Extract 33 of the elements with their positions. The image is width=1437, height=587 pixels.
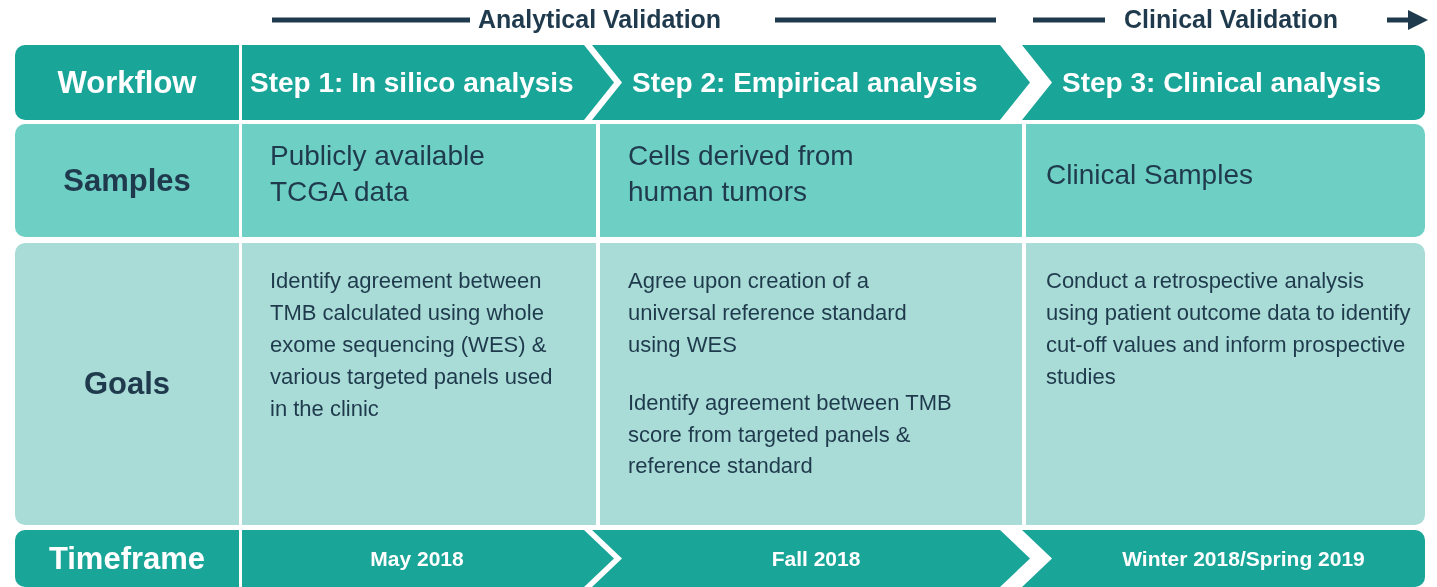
timeframe-text: May 2018 (370, 546, 464, 571)
table-cell (242, 124, 596, 237)
table-cell (1026, 124, 1425, 237)
step-header (242, 45, 614, 120)
table-cell (600, 243, 1022, 525)
cell-text: Agree upon creation of a universal reference standard using WES (628, 267, 908, 359)
row-header (15, 45, 239, 120)
cell-text: Clinical Samples (1046, 158, 1254, 193)
table-cell (600, 124, 1022, 237)
step-title: Step 2: Empirical analysis (632, 66, 979, 99)
timeframe-text: Fall 2018 (771, 546, 861, 571)
table-cell (242, 243, 596, 525)
step-title: Step 3: Clinical analysis (1062, 66, 1383, 99)
cell-text: Identify agreement between TMB calculated using whole exome sequencing (WES) & various targeted panels used in the clinic (270, 267, 554, 423)
cell-text: Identify agreement between TMB score from targeted panels & reference standard (628, 388, 953, 481)
row-header (15, 243, 239, 525)
row-header (15, 124, 239, 237)
table-cell (1026, 243, 1425, 525)
row-label: Goals (83, 366, 171, 402)
timeframe-text: Winter 2018/Spring 2019 (1122, 546, 1365, 571)
cell-text: Cells derived from human tumors (628, 139, 855, 210)
row-header (15, 530, 239, 587)
row-label: Timeframe (48, 540, 206, 577)
timeframe-cell (1022, 530, 1425, 587)
cell-text: Publicly available TCGA data (270, 139, 486, 210)
step-header (1022, 45, 1425, 120)
phase-label: Clinical Validation (1124, 5, 1338, 34)
timeframe-cell (242, 530, 614, 587)
step-title: Step 1: In silico analysis (250, 66, 575, 99)
phase-label: Analytical Validation (478, 5, 722, 34)
cell-text: Conduct a retrospective analysis using patient outcome data to identify cut-off values and inform prospective studies (1046, 267, 1412, 391)
row-label: Workflow (57, 64, 197, 101)
row-label: Samples (63, 162, 191, 199)
